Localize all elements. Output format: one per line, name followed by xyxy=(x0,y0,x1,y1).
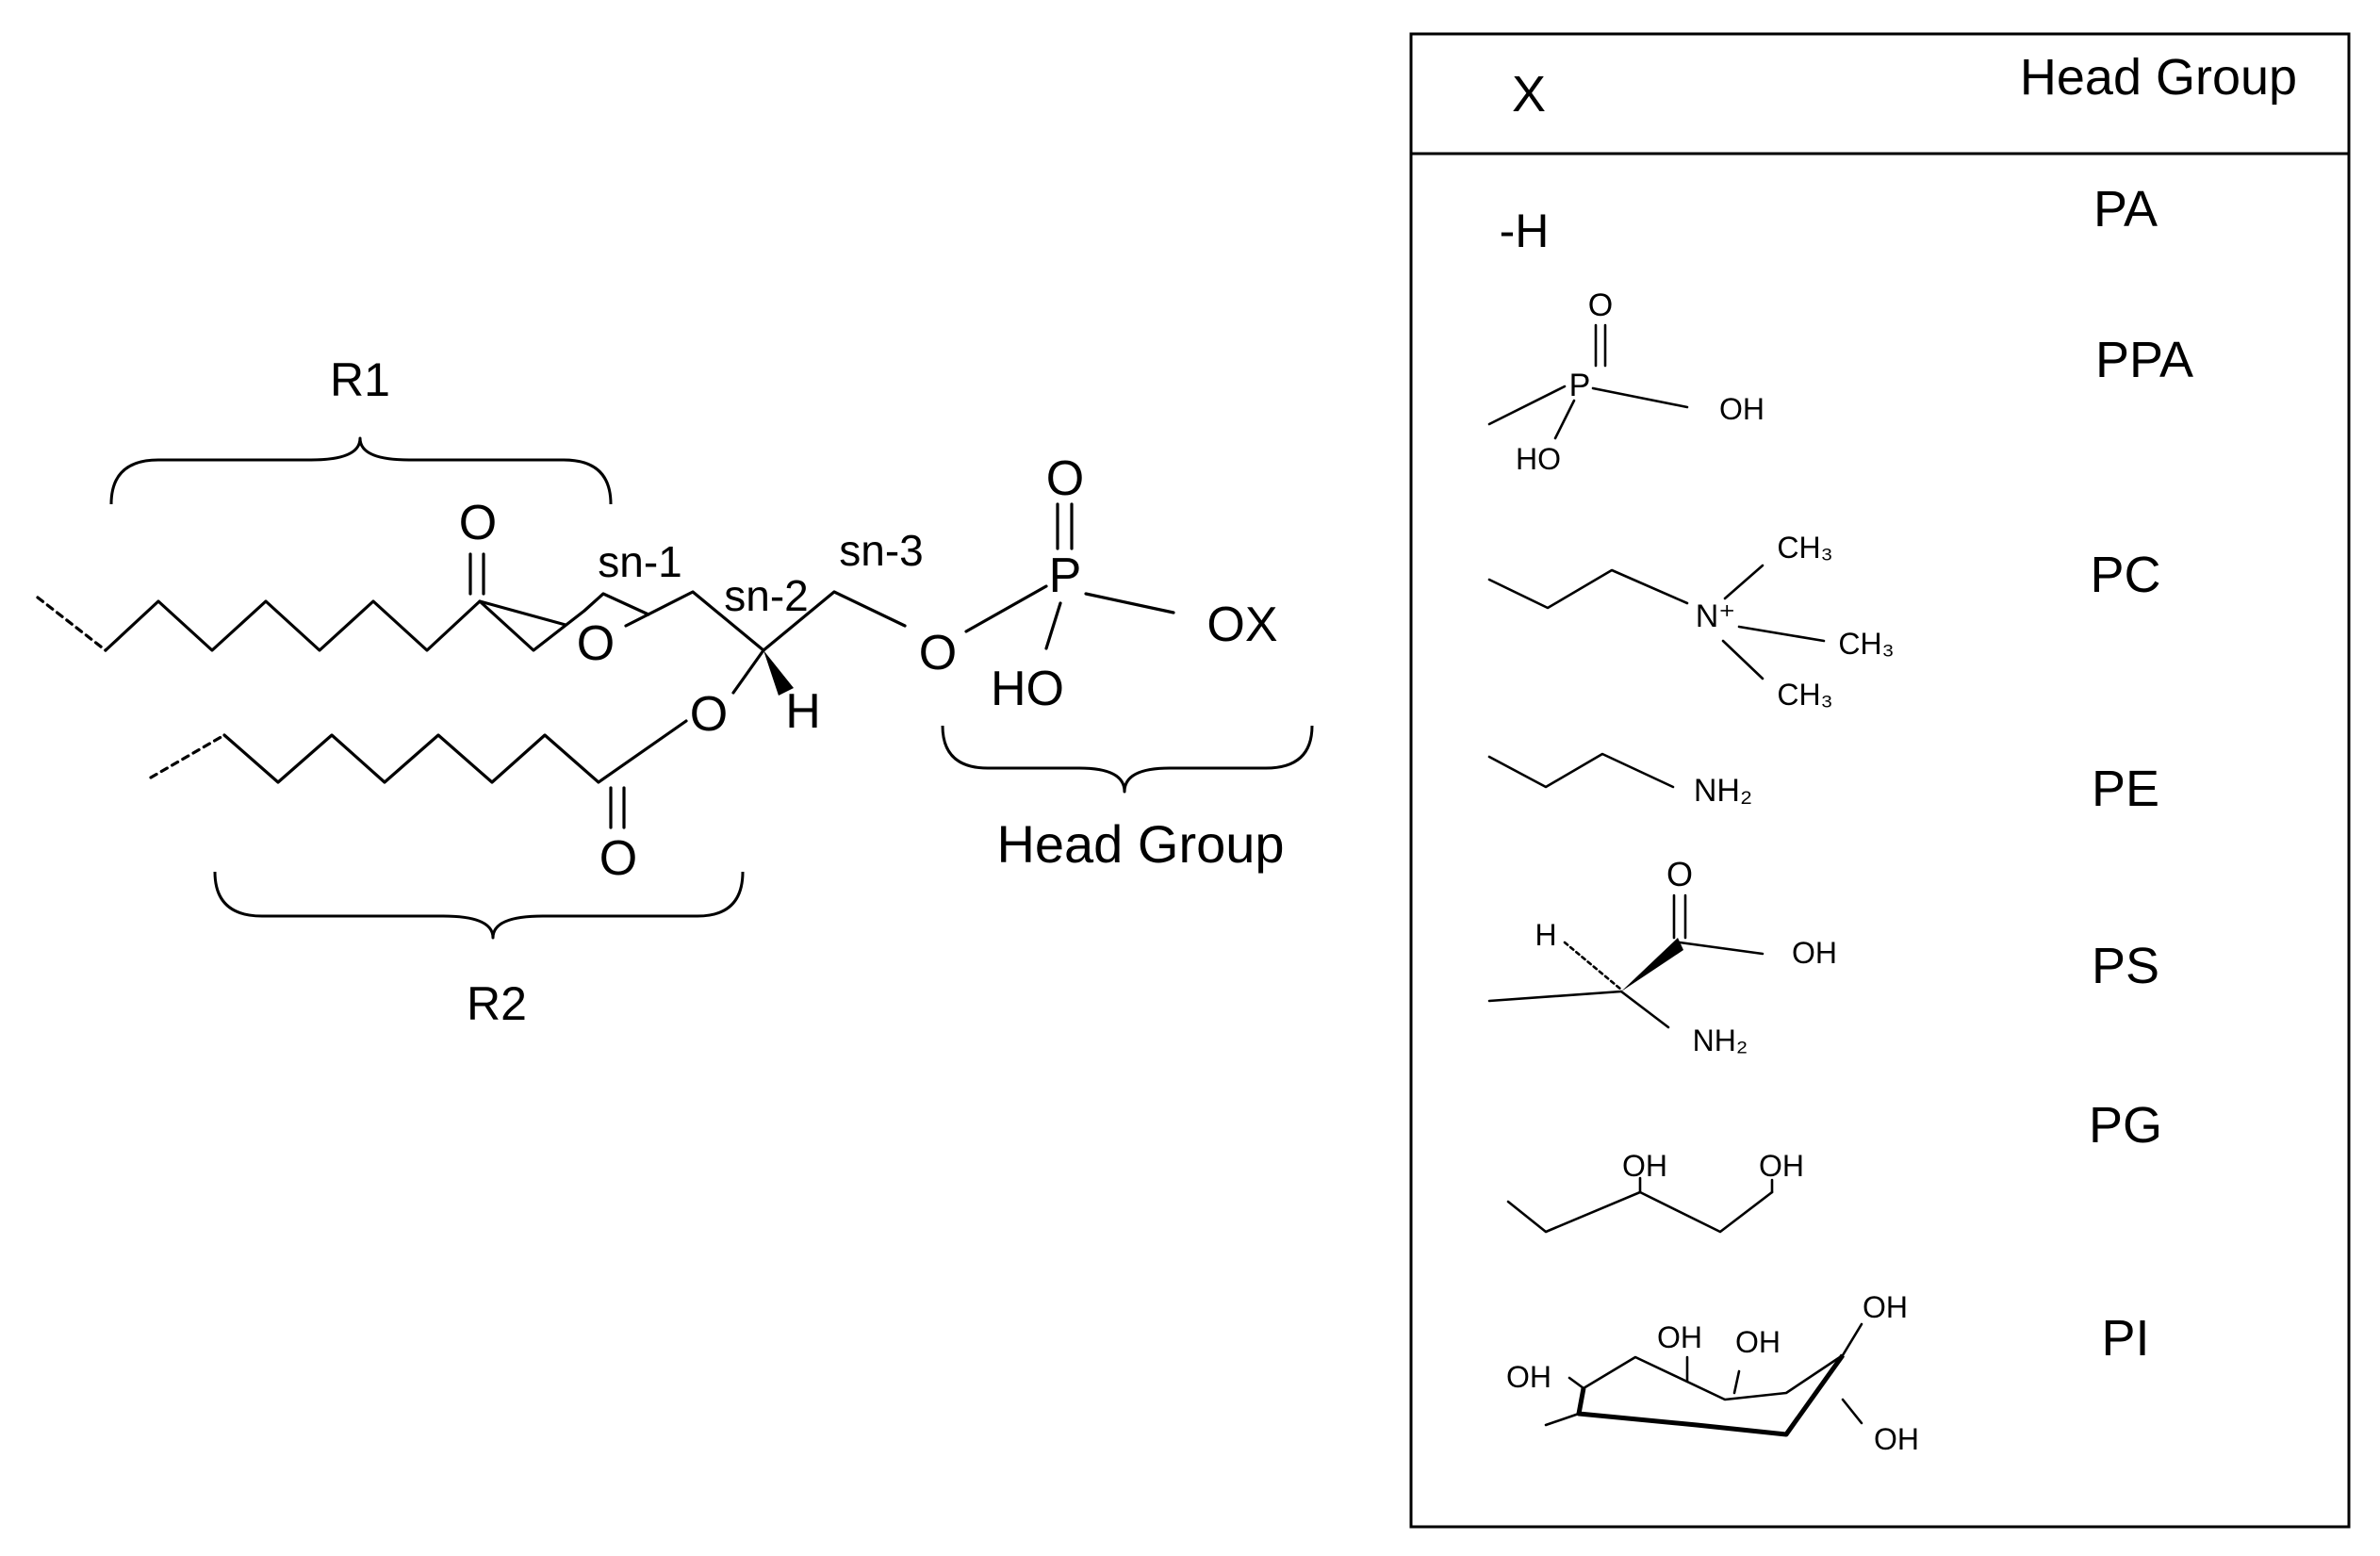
ppa-structure: O P OH HO xyxy=(1487,287,1764,476)
carbonyl-r2-oxygen: O xyxy=(599,831,637,886)
ps-amine: NH₂ xyxy=(1693,1024,1748,1057)
table-header-head-group: Head Group xyxy=(2020,49,2297,106)
pi-hydroxyl-4: OH xyxy=(1863,1290,1908,1324)
pc-methyl-2: CH₃ xyxy=(1838,627,1894,661)
ester-r1-oxygen: O xyxy=(577,616,615,671)
pc-nitrogen: N⁺ xyxy=(1696,598,1736,634)
r2-brace xyxy=(213,871,745,940)
ps-hydrogen: H xyxy=(1535,918,1556,952)
head-group-ppa: PPA xyxy=(2095,332,2193,388)
pg-hydroxyl-2: OH xyxy=(1759,1149,1804,1183)
x-value-pa: -H xyxy=(1500,205,1550,257)
pg-oh-bonds xyxy=(1638,1176,1774,1194)
r1-brace xyxy=(109,436,613,505)
chain-r1-continuation xyxy=(36,596,107,652)
head-group-pi: PI xyxy=(2101,1310,2149,1367)
pi-ring-back xyxy=(1582,1353,1845,1401)
ps-hashed-bond xyxy=(1563,941,1623,991)
pc-structure: N⁺ CH₃ CH₃ CH₃ xyxy=(1487,531,1895,712)
ox-label: OX xyxy=(1206,598,1277,652)
pi-hydroxyl-5: OH xyxy=(1874,1422,1919,1456)
p-ox-bond xyxy=(1084,592,1175,614)
carbonyl-r1-bond xyxy=(468,552,485,596)
head-group-ps: PS xyxy=(2092,938,2159,994)
r1-label: R1 xyxy=(330,353,390,406)
head-group-pg: PG xyxy=(2089,1097,2162,1154)
phosphoryl-oxygen: O xyxy=(1046,451,1084,506)
ppa-p-double-o-bond xyxy=(1594,323,1607,368)
glycerol-sn1-bond xyxy=(624,590,765,652)
table-border xyxy=(1409,32,2351,1529)
pc-methyl-1: CH₃ xyxy=(1777,531,1832,565)
o-p-bond xyxy=(964,584,1048,633)
ps-hydroxyl: OH xyxy=(1792,936,1837,970)
pe-structure: NH₂ xyxy=(1487,752,1752,809)
pi-substituent-bonds xyxy=(1544,1322,1863,1427)
chain-r2-continuation xyxy=(149,733,226,779)
head-group-pa: PA xyxy=(2093,181,2158,237)
pi-structure: OH OH OH OH OH xyxy=(1506,1290,1919,1456)
ppa-oxygen: O xyxy=(1588,287,1613,323)
pg-structure: OH OH xyxy=(1506,1149,1804,1234)
glycerol-sn3-bond xyxy=(762,590,907,652)
head-group-pe: PE xyxy=(2092,761,2159,817)
acyl-chain-r2 xyxy=(222,719,688,784)
ps-wedge-bond xyxy=(1621,938,1683,991)
pg-chain xyxy=(1506,1190,1774,1234)
p-double-o-bond xyxy=(1056,502,1074,550)
pc-methyl-3: CH₃ xyxy=(1777,678,1832,712)
pe-chain xyxy=(1487,752,1675,789)
ppa-ho: HO xyxy=(1516,442,1561,476)
ps-structure: O H OH NH₂ xyxy=(1487,855,1837,1057)
carbonyl-r1-oxygen: O xyxy=(459,496,497,550)
r2-label: R2 xyxy=(467,977,527,1030)
ps-c-double-o-bond xyxy=(1672,893,1687,940)
head-group-brace xyxy=(941,725,1314,794)
phosphorus: P xyxy=(1049,549,1082,603)
sn3-label: sn-3 xyxy=(839,526,923,575)
ppa-bonds xyxy=(1487,385,1689,440)
phosphate-hydroxyl: HO xyxy=(991,662,1064,716)
head-group-label: Head Group xyxy=(996,814,1284,874)
pi-hydroxyl-3: OH xyxy=(1735,1325,1781,1359)
ester-r1-bond xyxy=(478,599,567,627)
glycerol-sn2-o-bond xyxy=(731,648,765,695)
table-header-x: X xyxy=(1512,66,1546,123)
pe-amine: NH₂ xyxy=(1694,773,1752,809)
acyl-chain-r1 xyxy=(104,592,650,652)
phospholipid-structure: R1 O O sn-1 sn-2 sn-3 H O O P O OX HO xyxy=(36,353,1314,1030)
pi-ring-front xyxy=(1576,1353,1846,1437)
pi-hydroxyl-1: OH xyxy=(1506,1360,1551,1394)
carbonyl-r2-bond xyxy=(609,786,626,829)
pi-hydroxyl-2: OH xyxy=(1657,1320,1702,1354)
pg-hydroxyl-1: OH xyxy=(1622,1149,1667,1183)
sn2-hydrogen: H xyxy=(785,684,821,739)
ppa-hydroxyl: OH xyxy=(1719,392,1764,426)
ps-bonds xyxy=(1487,941,1764,1029)
head-group-pc: PC xyxy=(2090,547,2160,603)
phosphoester-oxygen: O xyxy=(919,626,957,680)
ps-carbonyl-oxygen: O xyxy=(1666,855,1693,893)
pc-chain xyxy=(1487,568,1689,610)
head-group-table: X Head Group PA PPA PC PE PS PG PI -H O … xyxy=(1409,32,2351,1529)
ppa-phosphorus: P xyxy=(1569,368,1591,403)
pc-methyl-bonds xyxy=(1721,564,1826,680)
sn2-label: sn-2 xyxy=(724,571,808,620)
sn1-label: sn-1 xyxy=(598,537,681,586)
p-ho-bond xyxy=(1044,601,1062,650)
wedge-bond-h xyxy=(763,650,794,696)
ester-r2-oxygen: O xyxy=(690,687,728,742)
